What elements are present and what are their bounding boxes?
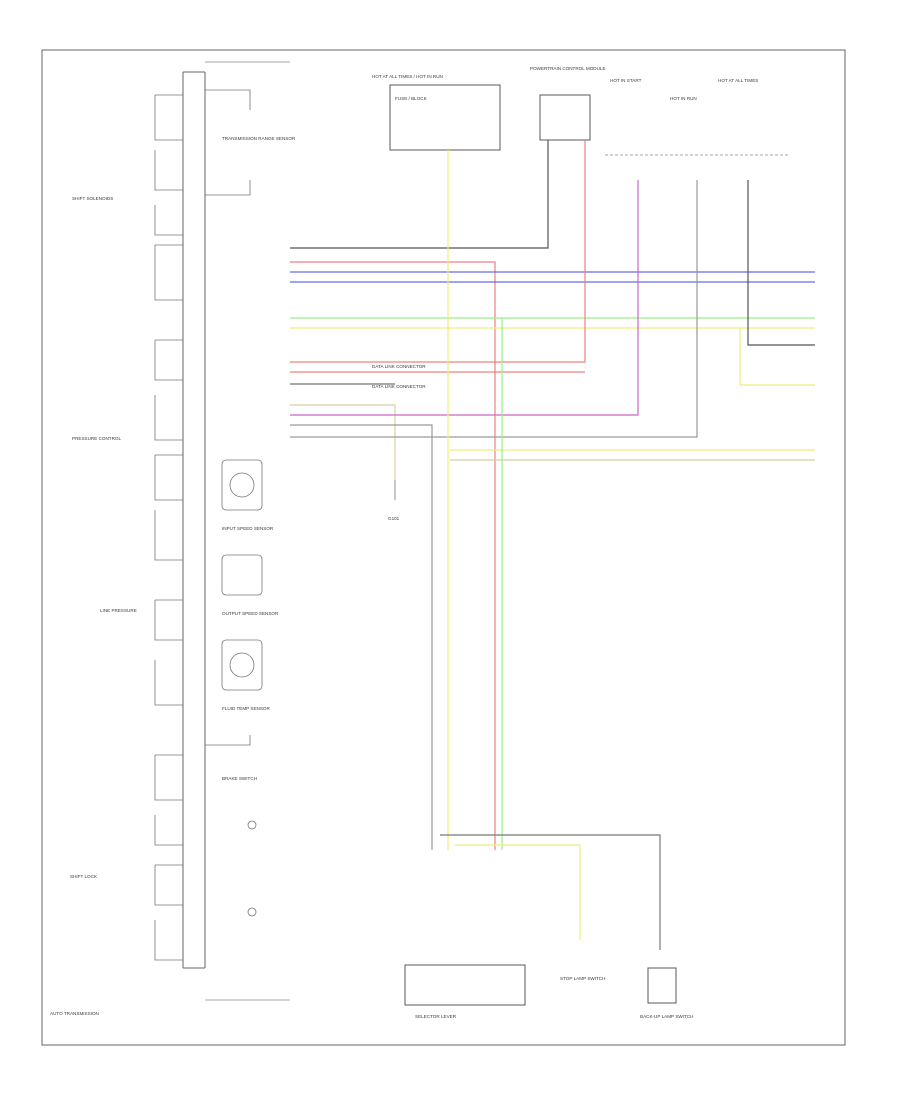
mid-label-1: DATA LINK CONNECTOR	[372, 364, 426, 369]
left-label-pressure: PRESSURE CONTROL	[72, 436, 121, 441]
diagram-frame	[41, 49, 846, 1046]
footer-label: AUTO TRANSMISSION	[50, 1011, 99, 1016]
top-label-1: HOT AT ALL TIMES / HOT IN RUN	[372, 74, 443, 79]
wires-vertical	[440, 150, 661, 950]
mid-label-2: DATA LINK CONNECTOR	[372, 384, 426, 389]
wires-horizontal	[290, 140, 815, 850]
left-label-shift: SHIFT SOLENOIDS	[72, 196, 113, 201]
left-labels: SHIFT SOLENOIDS PRESSURE CONTROL LINE PR…	[70, 196, 137, 879]
ground-label: G101	[388, 516, 400, 521]
bottom-label-1: SELECTOR LEVER	[415, 1014, 457, 1019]
bottom-label-2: STOP LAMP SWITCH	[560, 976, 605, 981]
left-stubs	[154, 94, 183, 961]
top-label-5: HOT IN RUN	[670, 96, 697, 101]
tcm-comp-4: FLUID TEMP SENSOR	[222, 706, 271, 711]
bottom-label-3: BACK-UP LAMP SWITCH	[640, 1014, 693, 1019]
tcm-comp-2: INPUT SPEED SENSOR	[222, 526, 274, 531]
ground-symbol: G101	[388, 480, 400, 521]
top-label-4: HOT IN START	[610, 78, 642, 83]
tcm-module	[182, 61, 290, 1001]
tcm-component-labels: TRANSMISSION RANGE SENSOR INPUT SPEED SE…	[222, 136, 296, 781]
selector-lever-box	[404, 964, 526, 1006]
bottom-components: SELECTOR LEVER STOP LAMP SWITCH BACK-UP …	[404, 964, 693, 1019]
top-label-2: FUSE / BLOCK	[395, 96, 428, 101]
top-label-3: POWERTRAIN CONTROL MODULE	[530, 66, 606, 71]
mid-labels: DATA LINK CONNECTOR DATA LINK CONNECTOR	[372, 364, 426, 389]
left-label-shiftlock: SHIFT LOCK	[70, 874, 98, 879]
tcm-comp-1: TRANSMISSION RANGE SENSOR	[222, 136, 296, 141]
left-label-line: LINE PRESSURE	[100, 608, 137, 613]
tcm-comp-5: BRAKE SWITCH	[222, 776, 257, 781]
pcm-box	[539, 94, 591, 141]
fuse-block	[389, 84, 501, 151]
tcm-comp-3: OUTPUT SPEED SENSOR	[222, 611, 279, 616]
tcm-internal	[205, 89, 263, 917]
backup-switch-box	[647, 967, 677, 1004]
top-components: HOT AT ALL TIMES / HOT IN RUN FUSE / BLO…	[372, 66, 790, 156]
top-label-6: HOT AT ALL TIMES	[718, 78, 758, 83]
